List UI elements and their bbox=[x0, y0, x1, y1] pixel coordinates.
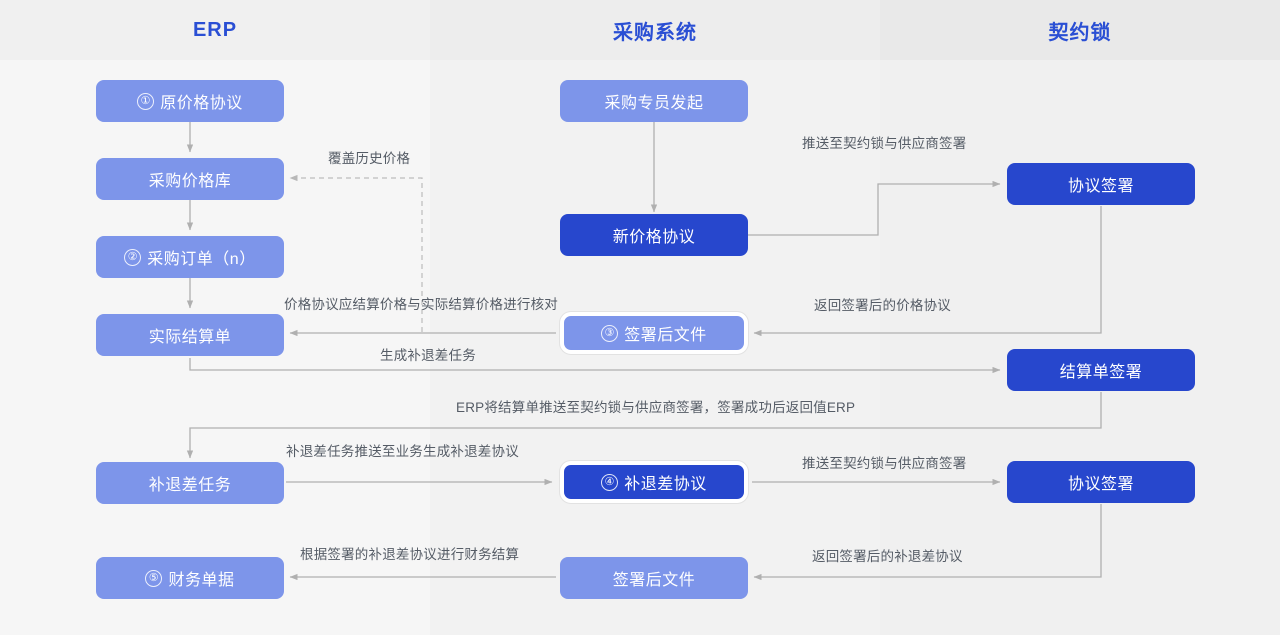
node-agreement-sign-top[interactable]: 协议签署 bbox=[1007, 163, 1195, 205]
node-purchase-price-library[interactable]: 采购价格库 bbox=[96, 158, 284, 200]
node-badge: ④ bbox=[601, 473, 619, 491]
edge-label-return-signed-refund: 返回签署后的补退差协议 bbox=[812, 549, 963, 564]
edge-label-push-refund-task: 补退差任务推送至业务生成补退差协议 bbox=[286, 444, 519, 459]
swimlane-header-procurement: 采购系统 bbox=[430, 0, 880, 60]
node-label: 采购订单（n） bbox=[147, 251, 256, 268]
node-label: 协议签署 bbox=[1067, 476, 1134, 493]
edge-n12-n9 bbox=[753, 206, 1102, 337]
node-actual-settlement[interactable]: 实际结算单 bbox=[96, 314, 284, 356]
node-label: 补退差协议 bbox=[624, 476, 707, 493]
swimlane-title-qiyuesuo: 契约锁 bbox=[1048, 21, 1112, 44]
node-label: 签署后文件 bbox=[612, 572, 696, 589]
node-label: 财务单据 bbox=[168, 572, 235, 589]
edge-label-erp-push-settlement: ERP将结算单推送至契约锁与供应商签署，签署成功后返回值ERP bbox=[456, 400, 856, 415]
node-refund-task[interactable]: 补退差任务 bbox=[96, 462, 284, 504]
node-new-price-agreement[interactable]: 新价格协议 bbox=[560, 214, 748, 256]
edge-n13-n5 bbox=[186, 392, 1102, 459]
swimlane-title-erp: ERP bbox=[192, 18, 238, 41]
edge-label-push-to-sign-bottom: 推送至契约锁与供应商签署 bbox=[802, 456, 967, 471]
node-signed-file-refund[interactable]: 签署后文件 bbox=[560, 557, 748, 599]
node-original-price-agreement[interactable]: ① 原价格协议 bbox=[96, 80, 284, 122]
node-label: 补退差任务 bbox=[148, 477, 232, 494]
edge-label-price-reconcile: 价格协议应结算价格与实际结算价格进行核对 bbox=[284, 297, 558, 312]
edge-label-finance-settle: 根据签署的补退差协议进行财务结算 bbox=[300, 547, 520, 562]
node-label: 结算单签署 bbox=[1059, 364, 1143, 381]
node-settlement-sign[interactable]: 结算单签署 bbox=[1007, 349, 1195, 391]
node-badge: ⑤ bbox=[145, 569, 163, 587]
edge-n8-n12 bbox=[748, 180, 1001, 236]
node-label: 采购价格库 bbox=[148, 173, 232, 190]
edge-n14-n11 bbox=[753, 504, 1102, 581]
node-badge: ① bbox=[137, 92, 155, 110]
edge-label-push-to-sign-top: 推送至契约锁与供应商签署 bbox=[802, 136, 967, 151]
node-label: 原价格协议 bbox=[160, 95, 243, 112]
node-badge: ② bbox=[124, 248, 142, 266]
swimlane-band-qiyuesuo bbox=[880, 0, 1280, 635]
node-finance-voucher[interactable]: ⑤ 财务单据 bbox=[96, 557, 284, 599]
node-refund-agreement[interactable]: ④ 补退差协议 bbox=[560, 461, 748, 503]
node-agreement-sign-bottom[interactable]: 协议签署 bbox=[1007, 461, 1195, 503]
node-purchase-order[interactable]: ② 采购订单（n） bbox=[96, 236, 284, 278]
node-label: 实际结算单 bbox=[148, 329, 232, 346]
node-buyer-initiate[interactable]: 采购专员发起 bbox=[560, 80, 748, 122]
edge-label-overwrite-price: 覆盖历史价格 bbox=[328, 151, 411, 166]
node-badge: ③ bbox=[601, 324, 619, 342]
edge-label-generate-refund-task: 生成补退差任务 bbox=[380, 348, 476, 363]
node-label: 新价格协议 bbox=[612, 229, 696, 246]
node-label: 采购专员发起 bbox=[604, 95, 704, 112]
swimlane-title-procurement: 采购系统 bbox=[613, 21, 697, 44]
edge-n4-n13 bbox=[189, 358, 1001, 374]
edge-label-return-signed-price: 返回签署后的价格协议 bbox=[814, 298, 951, 313]
node-label: 协议签署 bbox=[1067, 178, 1134, 195]
node-signed-file-price[interactable]: ③ 签署后文件 bbox=[560, 312, 748, 354]
swimlane-header-erp: ERP bbox=[0, 0, 430, 60]
node-label: 签署后文件 bbox=[624, 327, 707, 344]
swimlane-header-qiyuesuo: 契约锁 bbox=[880, 0, 1280, 60]
edge-dashed-overwrite-price bbox=[289, 174, 423, 332]
